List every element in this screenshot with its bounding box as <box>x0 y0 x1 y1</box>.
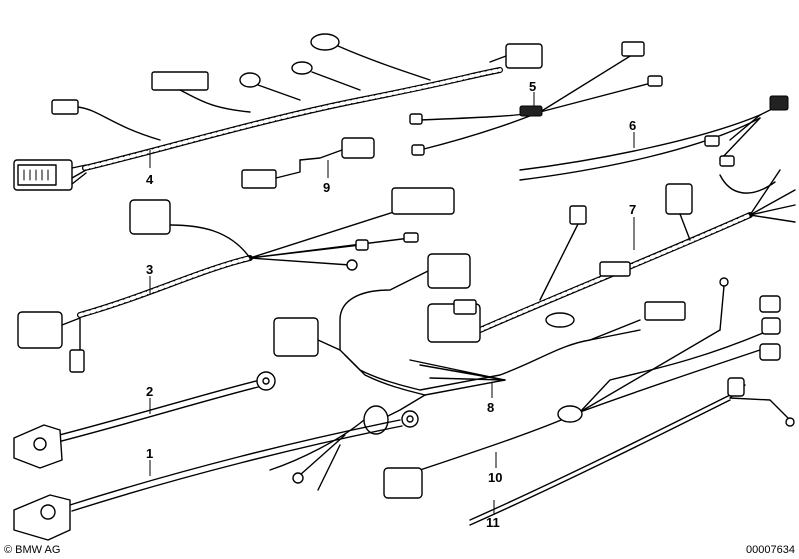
callout-4: 4 <box>146 172 154 187</box>
callout-5: 5 <box>529 79 536 94</box>
callout-6: 6 <box>629 118 636 133</box>
callout-7: 7 <box>629 202 636 217</box>
harness-part-8 <box>269 253 686 491</box>
harness-part-1 <box>13 410 419 541</box>
harness-part-9 <box>241 137 375 189</box>
callout-1: 1 <box>146 446 153 461</box>
callout-11: 11 <box>486 515 500 530</box>
harness-part-10 <box>383 277 781 499</box>
harness-part-2 <box>13 371 276 469</box>
callout-labels: 1 2 3 4 5 6 7 8 9 10 11 <box>146 79 636 530</box>
harness-part-11 <box>469 377 795 526</box>
callout-3: 3 <box>146 262 153 277</box>
callout-9: 9 <box>323 180 330 195</box>
part-4-double-bullet <box>291 61 361 91</box>
part-4-12pin-connector <box>13 159 87 191</box>
harness-part-3 <box>17 187 455 373</box>
part-4-small-connector <box>51 99 161 141</box>
callout-10: 10 <box>488 470 502 485</box>
part-4-top-connector <box>310 33 431 81</box>
callout-8: 8 <box>487 400 494 415</box>
harness-part-4 <box>13 33 543 191</box>
harness-part-7 <box>427 169 796 343</box>
document-number: 00007634 <box>746 544 795 556</box>
part-4-bullet-connector <box>239 72 301 101</box>
copyright-notice: © BMW AG <box>4 544 61 556</box>
harness-part-6 <box>519 95 789 181</box>
harness-part-5 <box>409 41 663 156</box>
part-4-flat-connector <box>151 71 251 113</box>
callout-2: 2 <box>146 384 153 399</box>
part-4-right-connector <box>489 43 543 69</box>
